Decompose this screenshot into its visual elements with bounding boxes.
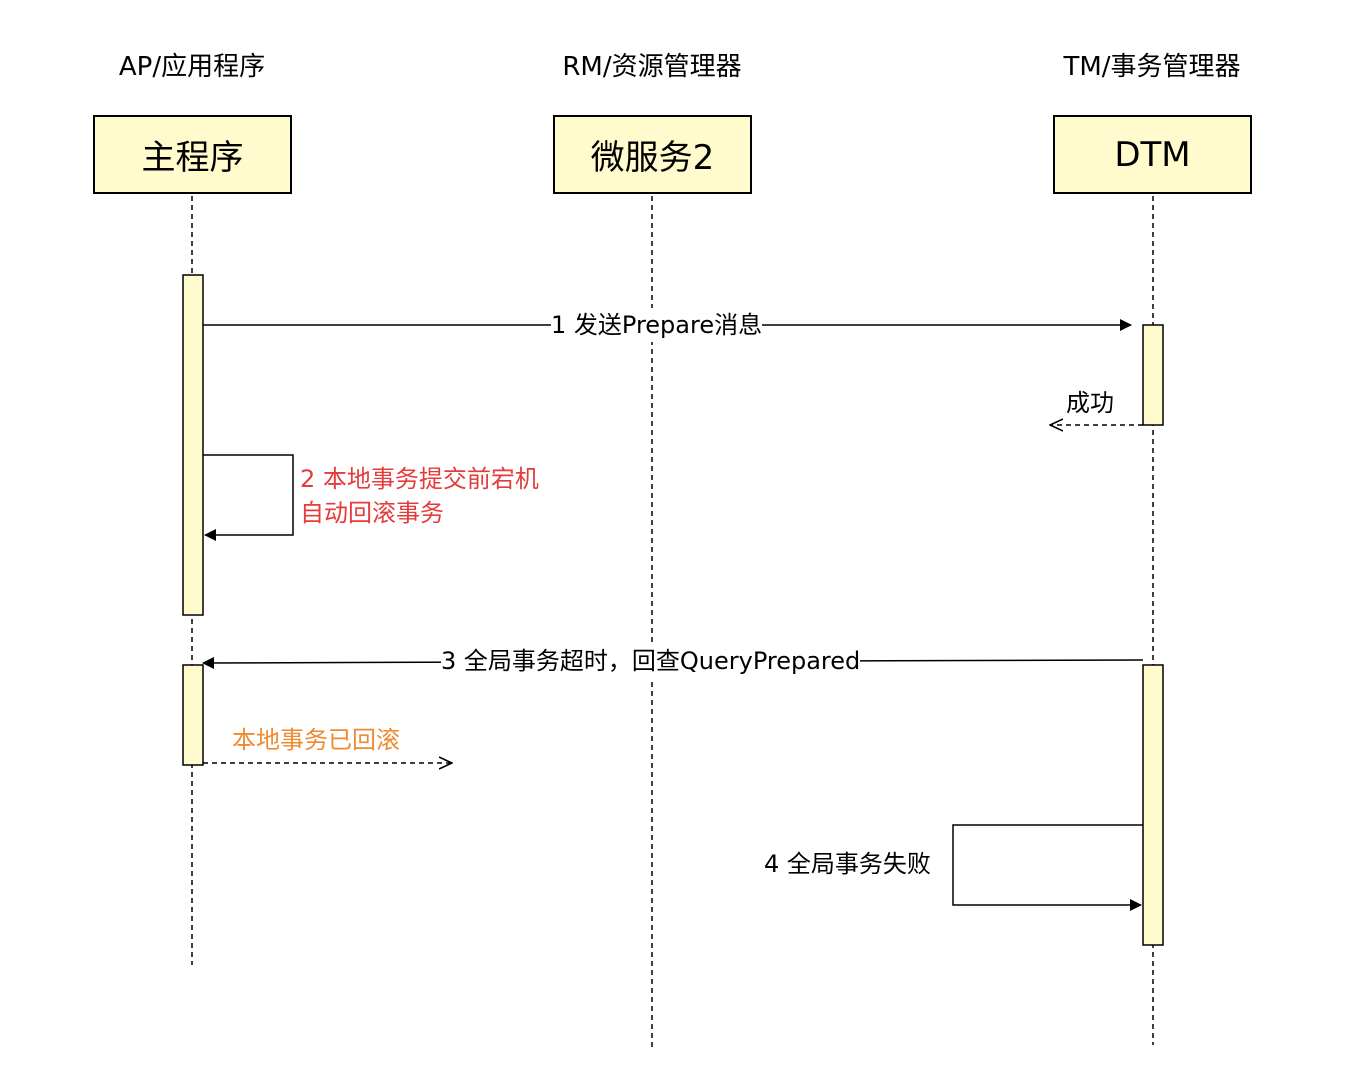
participant-box-service2: 微服务2 — [553, 115, 752, 194]
activation-main-2 — [182, 664, 204, 766]
participant-box-main: 主程序 — [93, 115, 292, 194]
arrow-m2-self — [203, 454, 294, 541]
arrow-m4-self — [952, 824, 1143, 911]
participant-name-dtm: DTM — [1114, 134, 1191, 175]
participant-name-main: 主程序 — [141, 138, 244, 178]
message-label-m4: 4 全局事务失败 — [764, 847, 931, 881]
participant-name-service2: 微服务2 — [590, 138, 715, 178]
message-label-m3: 3 全局事务超时，回查QueryPrepared — [441, 644, 861, 678]
activation-dtm-1 — [1142, 324, 1164, 426]
message-label-m1-reply: 成功 — [1066, 389, 1114, 417]
message-label-m3-reply: 本地事务已回滚 — [232, 726, 400, 754]
activation-main-1 — [182, 274, 204, 616]
message-label-m1: 1 发送Prepare消息 — [551, 308, 763, 342]
message-label-m2-line2: 自动回滚事务 — [300, 499, 444, 527]
role-label-rm: RM/资源管理器 — [562, 52, 742, 82]
role-label-ap: AP/应用程序 — [118, 52, 266, 82]
role-label-tm: TM/事务管理器 — [1063, 52, 1241, 82]
activation-dtm-2 — [1142, 664, 1164, 946]
message-label-m2-line1: 2 本地事务提交前宕机 — [300, 465, 539, 493]
participant-box-dtm: DTM — [1053, 115, 1252, 194]
